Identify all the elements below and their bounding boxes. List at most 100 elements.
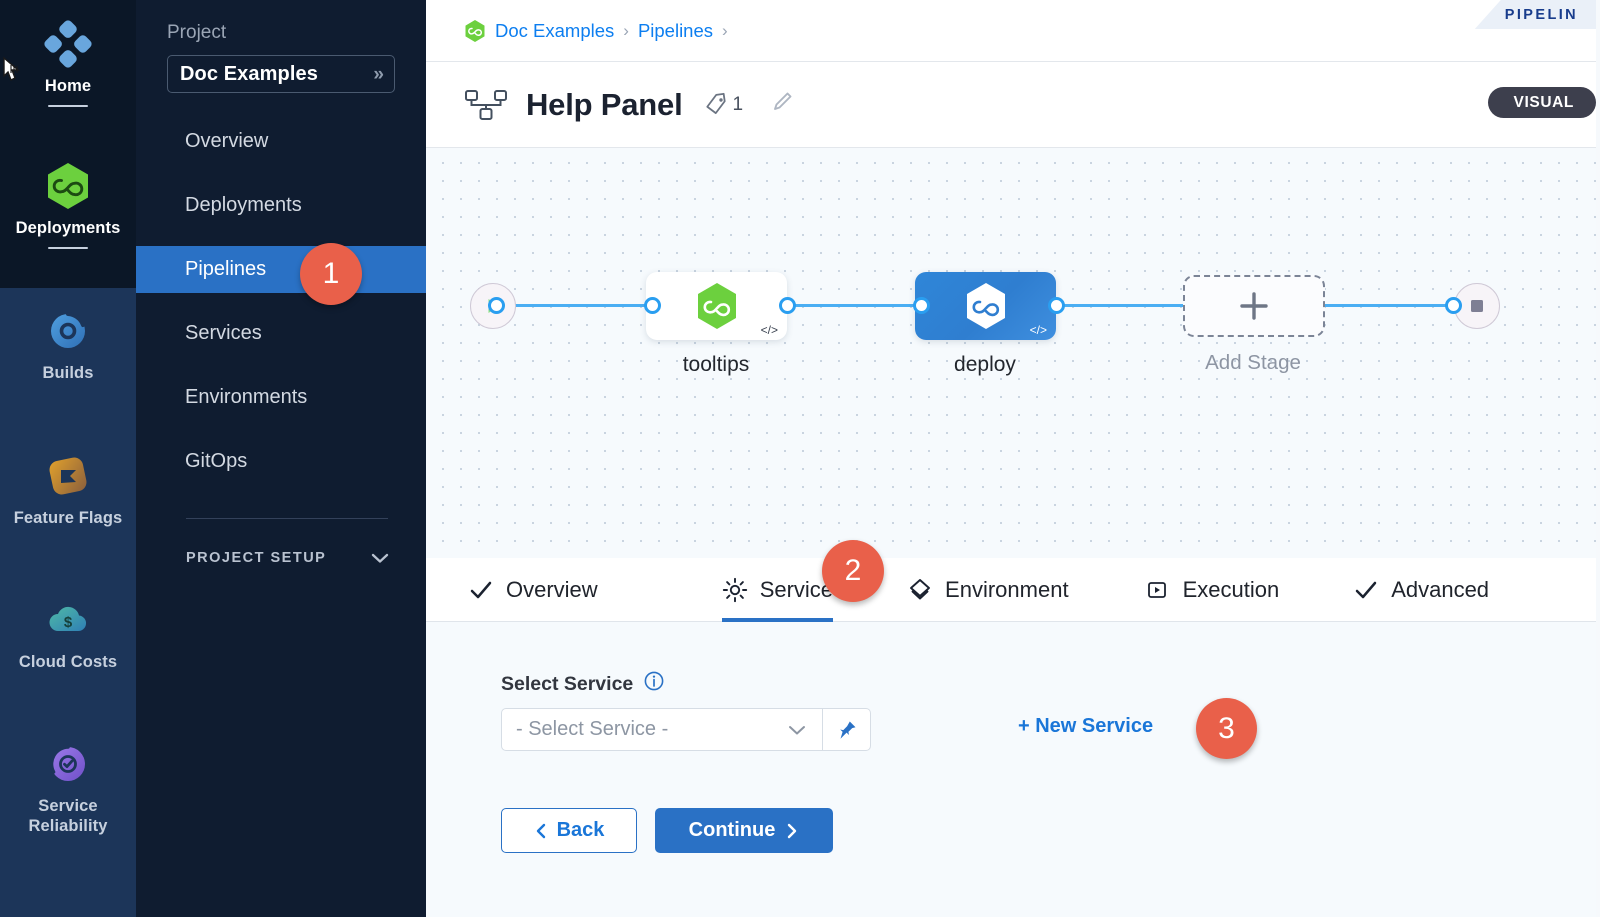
new-service-link[interactable]: + New Service [1018, 715, 1154, 737]
rail-item-label: Home [44, 77, 92, 95]
sidebar-item-label: Overview [185, 130, 269, 152]
callout-badge-2: 2 [822, 540, 884, 602]
pipeline-add-stage-button[interactable] [1183, 275, 1325, 337]
sidebar-item-pipelines[interactable]: Pipelines [136, 246, 426, 293]
tab-label: Overview [506, 576, 598, 602]
breadcrumb-separator: › [722, 20, 728, 40]
pipeline-port[interactable] [913, 297, 930, 314]
check-icon [470, 581, 492, 598]
mode-badge-visual[interactable]: VISUAL [1487, 87, 1596, 118]
rail-item-feature-flags[interactable]: Feature Flags [0, 450, 136, 529]
sidebar-item-label: Pipelines [185, 258, 267, 280]
pipeline-end-node[interactable] [1454, 283, 1500, 329]
pipeline-wire [492, 304, 652, 307]
stop-icon [1471, 300, 1483, 312]
plus-icon [1240, 292, 1268, 320]
back-button-label: Back [556, 819, 605, 841]
select-service-label: Select Service [501, 670, 665, 698]
rail-item-label: Cloud Costs [18, 653, 118, 671]
rail-item-builds[interactable]: Builds [0, 305, 136, 384]
tab-advanced[interactable]: Advanced [1353, 558, 1489, 622]
tab-overview[interactable]: Overview [468, 558, 598, 622]
tab-label: Advanced [1391, 576, 1490, 602]
rail-item-label: Builds [42, 364, 94, 382]
chevron-double-right-icon: » [373, 63, 384, 85]
check-icon [1355, 581, 1377, 598]
tab-service[interactable]: Service [721, 558, 834, 622]
sidebar-item-label: GitOps [185, 450, 248, 472]
rail-item-home[interactable]: Home [0, 18, 136, 108]
builds-icon [51, 312, 85, 348]
cloud-costs-icon: $ [49, 606, 87, 632]
continue-button-label: Continue [688, 819, 776, 841]
breadcrumb-separator: › [623, 20, 629, 40]
sidebar-item-environments[interactable]: Environments [136, 374, 426, 421]
chevron-left-icon [536, 823, 545, 838]
gear-icon [722, 577, 747, 602]
rail-item-label: Service Reliability [28, 797, 108, 835]
tab-execution[interactable]: Execution [1145, 558, 1279, 622]
layers-icon [910, 578, 930, 599]
sidebar-item-gitops[interactable]: GitOps [136, 438, 426, 485]
rail-active-underline [48, 104, 88, 108]
pipeline-port[interactable] [779, 297, 796, 314]
back-button[interactable]: Back [501, 808, 637, 853]
sidebar-project-setup-label: PROJECT SETUP [186, 550, 327, 566]
info-icon[interactable] [643, 670, 665, 698]
sidebar-item-label: Environments [185, 386, 308, 408]
project-infinity-icon [465, 19, 485, 42]
sidebar-divider [186, 518, 388, 519]
mouse-cursor [3, 56, 20, 81]
pin-icon [839, 721, 855, 739]
tab-label: Service [759, 576, 834, 602]
sidebar-item-overview[interactable]: Overview [136, 118, 426, 165]
select-service-dropdown[interactable]: - Select Service - [501, 708, 823, 751]
rail-item-deployments[interactable]: Deployments [0, 160, 136, 250]
tab-active-underline [721, 617, 834, 622]
project-section-label: Project [167, 22, 227, 43]
pin-service-button[interactable] [823, 708, 871, 751]
pipeline-port[interactable] [1048, 297, 1065, 314]
sidebar-item-deployments[interactable]: Deployments [136, 182, 426, 229]
pipeline-corner-tab[interactable]: PIPELIN [1474, 0, 1596, 29]
select-service-value: - Select Service - [516, 718, 669, 740]
rail-item-service-reliability[interactable]: Service Reliability [0, 738, 136, 837]
harness-hex-white-icon [966, 283, 1005, 329]
module-rail-top-section [0, 0, 136, 288]
sidebar-item-label: Deployments [185, 194, 302, 216]
sidebar-item-services[interactable]: Services [136, 310, 426, 357]
chevron-right-icon [788, 823, 797, 838]
rail-item-label: Deployments [15, 219, 121, 237]
pencil-icon[interactable] [769, 89, 795, 120]
pipeline-stage-deploy[interactable]: </> [915, 272, 1056, 340]
tab-environment[interactable]: Environment [907, 558, 1069, 622]
code-view-icon[interactable]: </> [1029, 323, 1047, 337]
pipeline-port[interactable] [1445, 297, 1462, 314]
breadcrumb-link-pipelines[interactable]: Pipelines [637, 19, 714, 41]
pipeline-canvas[interactable]: </> tooltips </> deploy Add Stage [426, 148, 1596, 558]
right-edge-strip [1596, 0, 1600, 917]
field-label-text: Select Service [501, 672, 634, 695]
sidebar-item-label: Services [185, 322, 262, 344]
project-sidebar: Project Doc Examples » Overview Deployme… [136, 0, 426, 917]
stage-config-tabs: Overview Service [426, 558, 1596, 622]
sidebar-project-setup-toggle[interactable]: PROJECT SETUP [186, 550, 391, 566]
pipeline-stage-tooltips[interactable]: </> [646, 272, 787, 340]
code-view-icon[interactable]: </> [760, 323, 778, 337]
main-content: Doc Examples › Pipelines › PIPELIN Help … [426, 0, 1596, 917]
rail-item-cloud-costs[interactable]: $ Cloud Costs [0, 594, 136, 673]
pipeline-nodes-icon [465, 89, 507, 120]
svg-text:$: $ [64, 614, 73, 631]
tag-badge[interactable]: 1 [703, 92, 743, 118]
pipeline-wire [1054, 304, 1254, 307]
chevron-down-icon [371, 553, 389, 563]
pipeline-stage-label: deploy [954, 353, 1016, 376]
feature-flags-icon [49, 457, 87, 495]
pipeline-port[interactable] [644, 297, 661, 314]
continue-button[interactable]: Continue [655, 808, 833, 853]
project-selector[interactable]: Doc Examples » [167, 55, 395, 93]
breadcrumb-link-project[interactable]: Doc Examples [495, 19, 615, 41]
page-title: Help Panel [526, 86, 683, 122]
pipeline-port[interactable] [488, 297, 505, 314]
